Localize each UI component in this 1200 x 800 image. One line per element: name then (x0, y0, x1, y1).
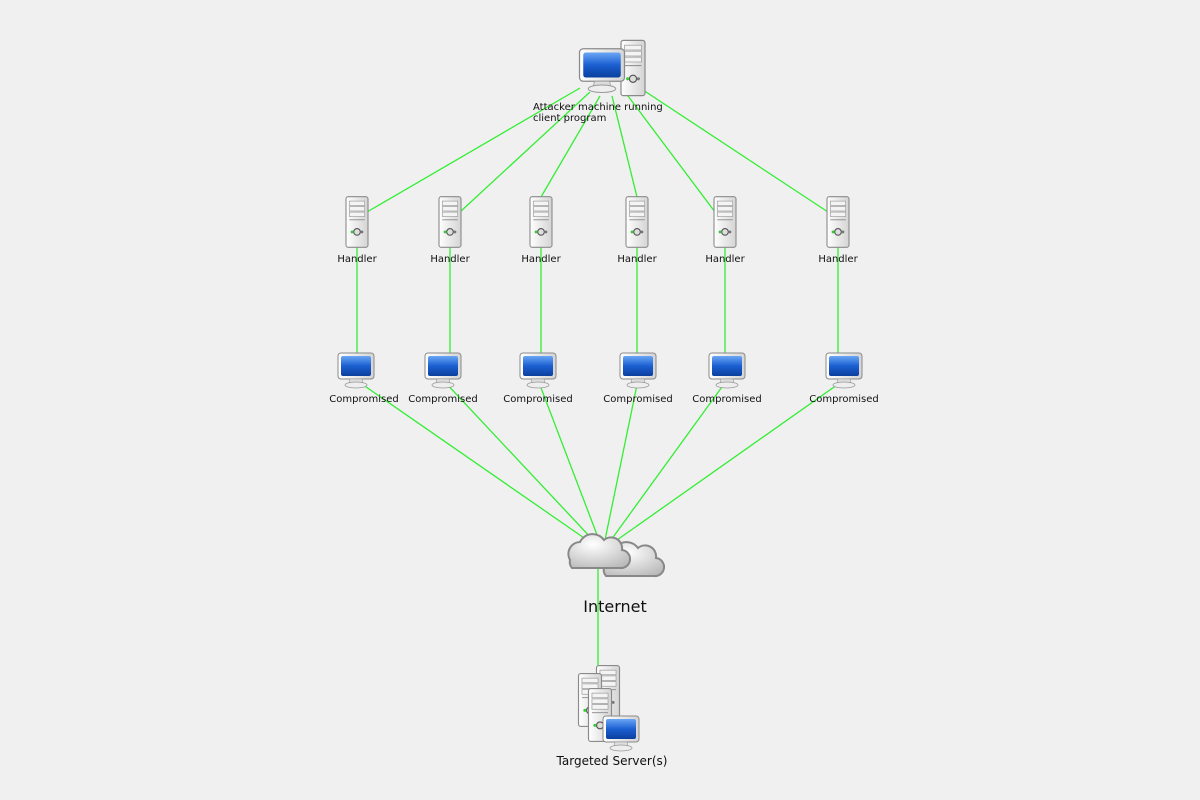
handler-6-server-icon (826, 196, 850, 248)
handler-label: Handler (818, 254, 858, 265)
cloud-icon (567, 533, 666, 578)
compromised-label: Compromised (692, 394, 762, 405)
edge-compromised-4-to-internet (604, 379, 639, 541)
edge-attacker-to-handler-5 (624, 91, 716, 213)
handler-label: Handler (430, 254, 470, 265)
handler-label: Handler (337, 254, 377, 265)
compromised-6-monitor-icon (825, 352, 863, 389)
edge-compromised-1-to-internet (355, 379, 588, 541)
edge-compromised-6-to-internet (616, 379, 845, 541)
attacker-monitor-icon (578, 48, 626, 94)
edge-compromised-5-to-internet (610, 379, 728, 541)
internet-label: Internet (583, 597, 647, 616)
handler-5-server-icon (713, 196, 737, 248)
compromised-label: Compromised (809, 394, 879, 405)
edge-compromised-2-to-internet (442, 379, 594, 541)
compromised-label: Compromised (329, 394, 399, 405)
compromised-label: Compromised (603, 394, 673, 405)
edge-attacker-to-handler-1 (366, 87, 581, 213)
handler-label: Handler (705, 254, 745, 265)
compromised-label: Compromised (503, 394, 573, 405)
edge-compromised-3-to-internet (537, 379, 600, 541)
edge-attacker-to-handler-2 (459, 91, 591, 213)
compromised-2-monitor-icon (424, 352, 462, 389)
handler-3-server-icon (529, 196, 553, 248)
compromised-3-monitor-icon (519, 352, 557, 389)
handler-label: Handler (617, 254, 657, 265)
edge-attacker-to-handler-4 (611, 95, 638, 198)
target-label: Targeted Server(s) (556, 754, 668, 768)
edge-attacker-to-handler-6 (639, 87, 829, 213)
connection-lines (355, 87, 845, 670)
compromised-1-monitor-icon (337, 352, 375, 389)
compromised-5-monitor-icon (708, 352, 746, 389)
handler-4-server-icon (625, 196, 649, 248)
attacker-label: Attacker machine running client program (533, 102, 663, 124)
handler-1-server-icon (345, 196, 369, 248)
edge-attacker-to-handler-3 (540, 95, 601, 198)
handler-2-server-icon (438, 196, 462, 248)
target-monitor-icon (602, 715, 640, 752)
handler-label: Handler (521, 254, 561, 265)
compromised-4-monitor-icon (619, 352, 657, 389)
compromised-label: Compromised (408, 394, 478, 405)
